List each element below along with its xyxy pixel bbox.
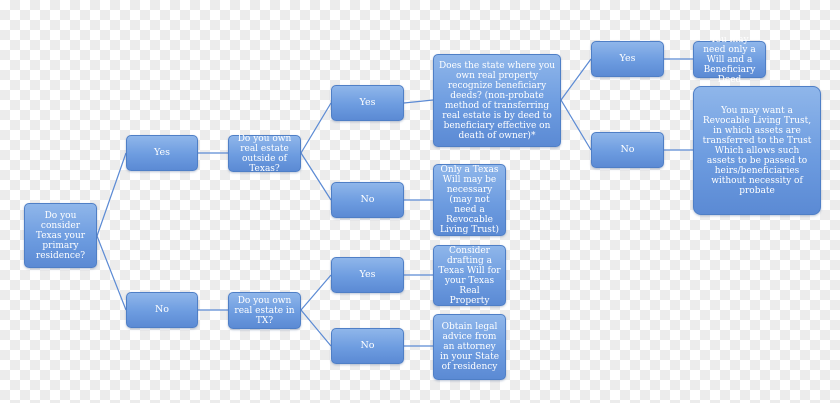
connector — [300, 274, 332, 311]
result-only-texas-will: Only a Texas Will may be necessary (may … — [433, 164, 506, 236]
answer-no-primary: No — [126, 292, 198, 328]
answer-no-deeds: No — [591, 132, 664, 168]
connector — [96, 152, 127, 237]
answer-yes-in-tx: Yes — [331, 257, 404, 293]
question-real-estate-outside-texas: Do you own real estate outside of Texas? — [228, 134, 301, 174]
answer-no-outside: No — [331, 182, 404, 218]
connector — [300, 102, 332, 154]
result-revocable-living-trust: You may want a Revocable Living Trust, i… — [693, 86, 821, 215]
connector — [560, 99, 592, 151]
connector — [96, 235, 127, 311]
connector — [560, 58, 592, 101]
connector — [300, 309, 332, 347]
question-real-estate-in-tx: Do you own real estate in TX? — [228, 292, 301, 329]
result-consider-texas-will: Consider drafting a Texas Will for your … — [433, 245, 506, 306]
question-texas-primary-residence: Do you consider Texas your primary resid… — [24, 203, 97, 268]
result-will-and-beneficiary-deed: You may need only a Will and a Beneficia… — [693, 35, 766, 85]
answer-no-in-tx: No — [331, 328, 404, 364]
answer-yes-primary: Yes — [126, 135, 198, 171]
question-beneficiary-deeds: Does the state where you own real proper… — [433, 54, 561, 147]
connector — [300, 152, 332, 201]
answer-yes-outside: Yes — [331, 85, 404, 121]
connector — [403, 99, 434, 104]
answer-yes-deeds: Yes — [591, 41, 664, 77]
result-obtain-legal-advice: Obtain legal advice from an attorney in … — [433, 314, 506, 380]
